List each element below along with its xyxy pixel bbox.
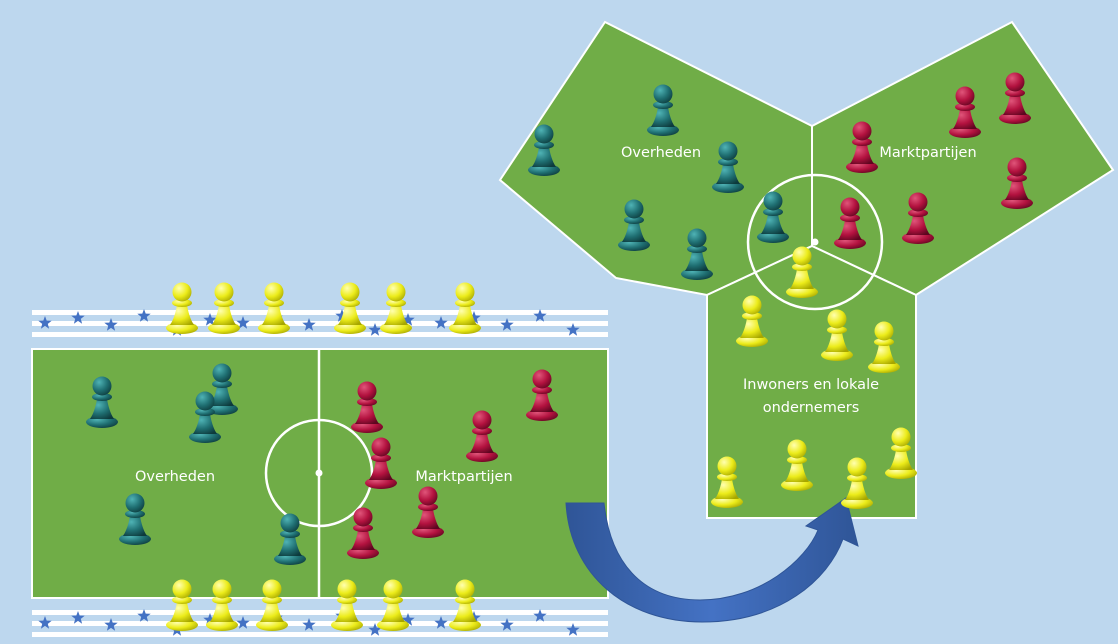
- yellow-pawn-icon: [821, 309, 853, 361]
- yellow-pawn-icon: [449, 579, 481, 631]
- stands-top: [32, 309, 608, 337]
- star-icon: [335, 309, 349, 322]
- yellow-pawn-icon: [841, 457, 873, 509]
- star-icon: [533, 609, 547, 622]
- pitch-label-market: Marktpartijen: [415, 469, 512, 485]
- star-icon: [137, 609, 151, 622]
- pawn-pieces: [86, 72, 1033, 631]
- yellow-pawn-icon: [258, 282, 290, 334]
- yellow-pawn-icon: [334, 282, 366, 334]
- teal-pawn-icon: [681, 228, 713, 280]
- teal-pawn-icon: [86, 376, 118, 428]
- star-icon: [401, 313, 415, 326]
- star-icon: [71, 311, 85, 324]
- red-pawn-icon: [949, 86, 981, 138]
- star-icon: [500, 618, 514, 631]
- star-icon: [203, 613, 217, 626]
- star-icon: [566, 323, 580, 336]
- red-pawn-icon: [526, 369, 558, 421]
- three-way-field: Overheden Marktpartijen Inwoners en loka…: [498, 20, 1115, 519]
- stands-bottom: [32, 609, 608, 637]
- tri-label-citizens-line1: Inwoners en lokale: [743, 377, 879, 393]
- yellow-pawn-icon: [711, 456, 743, 508]
- yellow-pawn-icon: [206, 579, 238, 631]
- star-icon: [533, 309, 547, 322]
- red-pawn-icon: [902, 192, 934, 244]
- teal-pawn-icon: [618, 199, 650, 251]
- star-icon: [467, 311, 481, 324]
- teal-pawn-icon: [189, 391, 221, 443]
- star-icon: [137, 309, 151, 322]
- star-icon: [368, 623, 382, 636]
- star-icon: [203, 313, 217, 326]
- yellow-pawn-icon: [736, 295, 768, 347]
- yellow-pawn-icon: [786, 246, 818, 298]
- red-pawn-icon: [466, 410, 498, 462]
- pitch-label-government: Overheden: [135, 469, 215, 485]
- star-icon: [236, 316, 250, 329]
- star-icon: [566, 623, 580, 636]
- yellow-pawn-icon: [449, 282, 481, 334]
- teal-pawn-icon: [528, 124, 560, 176]
- yellow-pawn-icon: [781, 439, 813, 491]
- red-pawn-icon: [1001, 157, 1033, 209]
- tri-label-citizens-line2: ondernemers: [763, 400, 860, 416]
- red-pawn-icon: [834, 197, 866, 249]
- star-icon: [434, 316, 448, 329]
- star-icon: [302, 318, 316, 331]
- tri-label-market: Marktpartijen: [879, 145, 976, 161]
- yellow-pawn-icon: [377, 579, 409, 631]
- red-pawn-icon: [347, 507, 379, 559]
- yellow-pawn-icon: [166, 282, 198, 334]
- yellow-pawn-icon: [256, 579, 288, 631]
- red-pawn-icon: [412, 486, 444, 538]
- red-pawn-icon: [999, 72, 1031, 124]
- yellow-pawn-icon: [331, 579, 363, 631]
- teal-pawn-icon: [757, 191, 789, 243]
- teal-pawn-icon: [274, 513, 306, 565]
- yellow-pawn-icon: [868, 321, 900, 373]
- star-icon: [302, 618, 316, 631]
- star-icon: [71, 611, 85, 624]
- star-icon: [434, 616, 448, 629]
- star-icon: [38, 616, 52, 629]
- star-icon: [500, 318, 514, 331]
- yellow-pawn-icon: [885, 427, 917, 479]
- red-pawn-icon: [846, 121, 878, 173]
- yellow-pawn-icon: [208, 282, 240, 334]
- star-icon: [38, 316, 52, 329]
- yellow-pawn-icon: [380, 282, 412, 334]
- star-icon: [104, 318, 118, 331]
- football-pitch: Overheden Marktpartijen: [31, 348, 609, 599]
- star-icon: [368, 323, 382, 336]
- red-pawn-icon: [351, 381, 383, 433]
- star-icon: [104, 618, 118, 631]
- teal-pawn-icon: [119, 493, 151, 545]
- red-pawn-icon: [365, 437, 397, 489]
- teal-pawn-icon: [712, 141, 744, 193]
- yellow-pawn-icon: [166, 579, 198, 631]
- teal-pawn-icon: [647, 84, 679, 136]
- star-icon: [401, 613, 415, 626]
- transition-arrow-icon: [565, 497, 859, 623]
- tri-label-government: Overheden: [621, 145, 701, 161]
- star-icon: [236, 616, 250, 629]
- teal-pawn-icon: [206, 363, 238, 415]
